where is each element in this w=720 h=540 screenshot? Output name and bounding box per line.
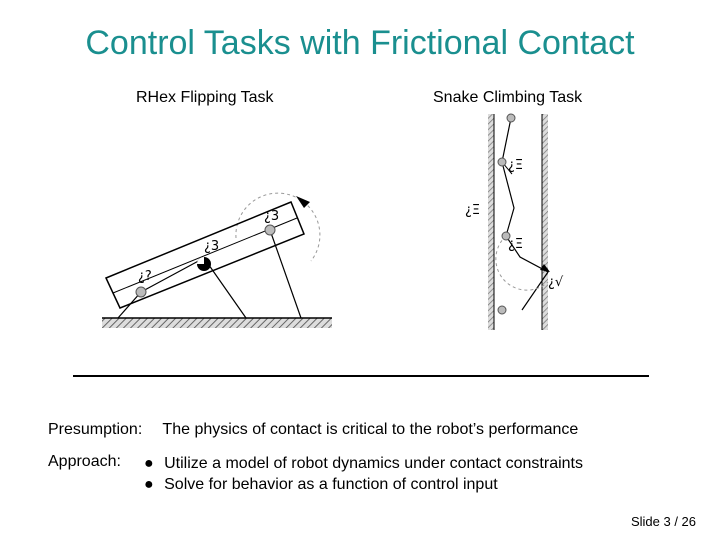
snake-label-3: ¿Ξ <box>508 237 523 252</box>
rhex-label-front: ¿3 <box>264 209 279 224</box>
snake-body <box>501 117 549 311</box>
snake-label-1: ¿Ξ <box>508 158 523 173</box>
robot-body <box>104 201 305 309</box>
presumption-line: Presumption: The physics of contact is c… <box>48 421 578 439</box>
section-divider <box>73 375 649 377</box>
joint-hip-rear <box>135 286 147 298</box>
list-item: ● Solve for behavior as a function of co… <box>144 476 498 493</box>
bullet-icon: ● <box>144 476 154 493</box>
left-wall <box>488 114 494 330</box>
bullet-icon: ● <box>144 455 154 472</box>
rotation-arrow <box>296 196 310 208</box>
ground-hatch <box>102 318 332 328</box>
joint-hip-front <box>264 224 276 236</box>
rhex-flipping-figure: ¿3 ¿3 ¿? <box>102 192 332 328</box>
snake-label-4: ¿√ <box>548 275 564 290</box>
rhex-label-center: ¿3 <box>204 239 219 254</box>
slide-title: Control Tasks with Frictional Contact <box>85 24 635 62</box>
snake-joint-2 <box>497 157 507 167</box>
snake-joint-1 <box>506 113 516 123</box>
snake-label-2: ¿Ξ <box>465 203 480 218</box>
approach-label: Approach: <box>48 453 121 470</box>
slide-number: Slide 3 / 26 <box>630 514 696 529</box>
snake-caption: Snake Climbing Task <box>433 89 583 106</box>
approach-list: ● Utilize a model of robot dynamics unde… <box>144 453 704 495</box>
snake-rotation-arc <box>495 235 549 291</box>
presumption-label: Presumption: <box>48 421 143 438</box>
right-wall <box>542 114 548 330</box>
rotation-arc <box>235 192 321 262</box>
snake-joint-4 <box>497 305 507 315</box>
presumption-text: The physics of contact is critical to th… <box>162 421 579 438</box>
rhex-caption: RHex Flipping Task <box>136 89 274 106</box>
rhex-label-rear: ¿? <box>138 269 152 284</box>
snake-climbing-figure: ¿Ξ ¿Ξ ¿Ξ ¿√ <box>465 113 564 330</box>
snake-joint-3 <box>501 231 511 241</box>
list-item: ● Utilize a model of robot dynamics unde… <box>144 455 583 472</box>
